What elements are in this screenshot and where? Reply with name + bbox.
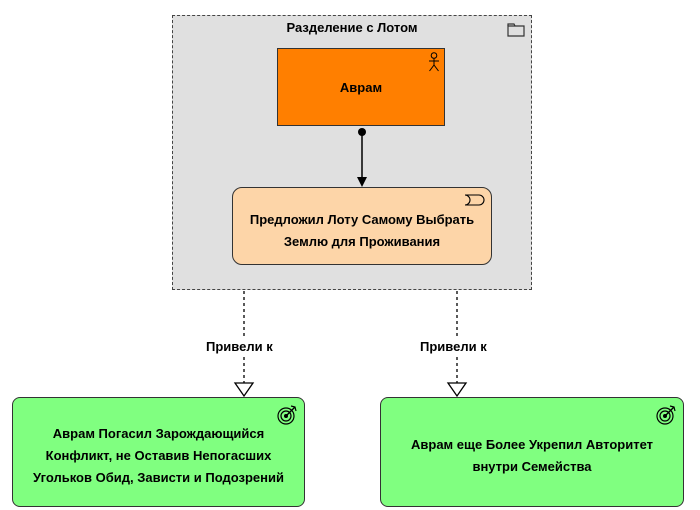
actor-box[interactable]: Аврам [277, 48, 445, 126]
process-label-line2: Землю для Проживания [283, 234, 441, 249]
goal-right-line2: внутри Семейства [472, 459, 592, 474]
target-icon [656, 405, 676, 425]
association-arrowhead [357, 177, 367, 187]
event-icon [464, 194, 485, 206]
relation-label-left: Привели к [203, 338, 276, 355]
goal-box-left[interactable]: Аврам Погасил Зарождающийся Конфликт, не… [12, 397, 305, 507]
goal-box-right[interactable]: Аврам еще Более Укрепил Авторитет внутри… [380, 397, 684, 507]
process-label-line1: Предложил Лоту Самому Выбрать [249, 212, 475, 227]
goal-left-line1: Аврам Погасил Зарождающийся [52, 426, 265, 441]
process-label: Предложил Лоту Самому Выбрать Землю для … [250, 199, 474, 253]
relation-arrowhead-left [233, 382, 255, 398]
process-box[interactable]: Предложил Лоту Самому Выбрать Землю для … [232, 187, 492, 265]
goal-left-line3: Угольков Обид, Зависти и Подозрений [33, 470, 284, 485]
goal-right-line1: Аврам еще Более Укрепил Авторитет [411, 437, 653, 452]
association-dot [358, 128, 366, 136]
relation-label-right: Привели к [417, 338, 490, 355]
target-icon [277, 405, 297, 425]
goal-label-left: Аврам Погасил Зарождающийся Конфликт, не… [33, 415, 284, 489]
actor-icon [429, 52, 439, 72]
goal-label-right: Аврам еще Более Укрепил Авторитет внутри… [411, 426, 653, 478]
folder-icon [507, 23, 525, 37]
goal-left-line2: Конфликт, не Оставив Непогасших [45, 448, 272, 463]
actor-label: Аврам [339, 79, 383, 95]
relation-arrowhead-right [446, 382, 468, 398]
group-title: Разделение с Лотом [286, 20, 418, 35]
